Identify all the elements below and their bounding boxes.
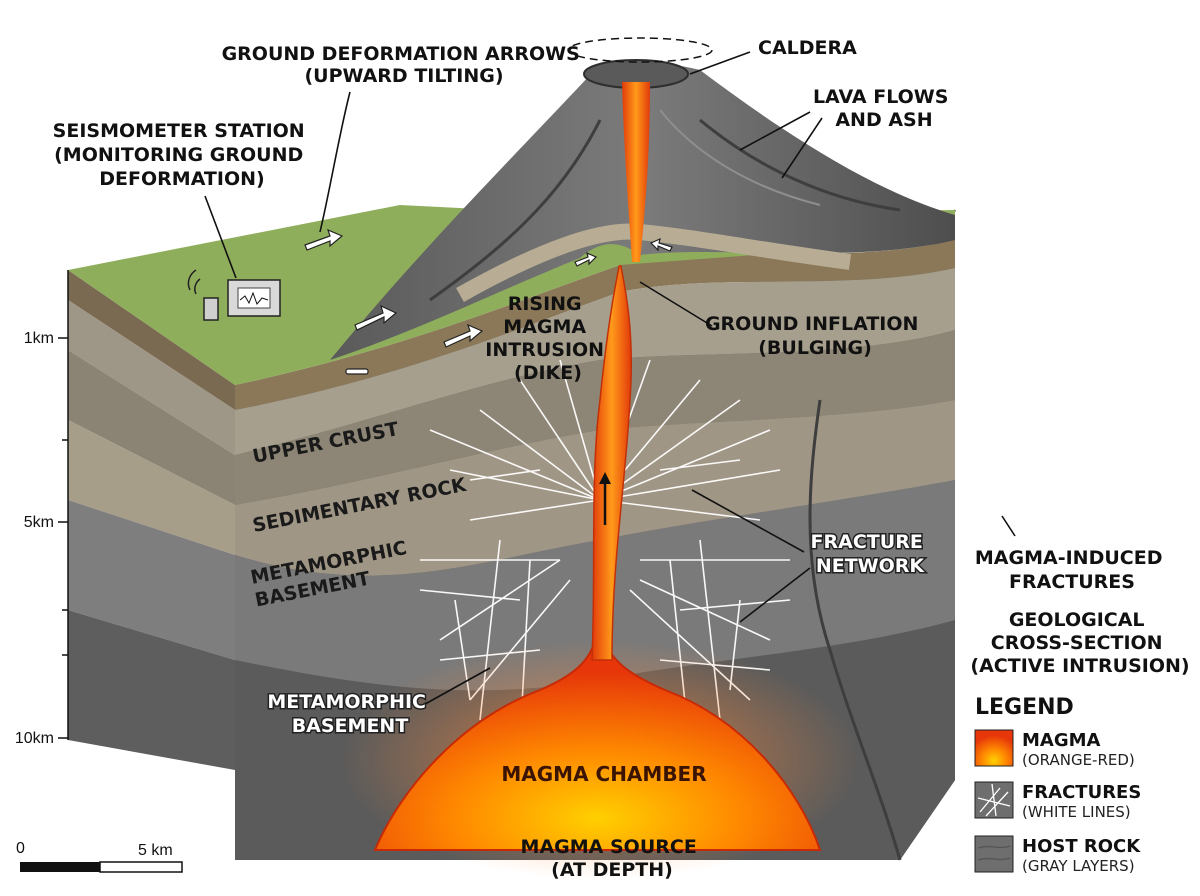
svg-text:MAGMA-INDUCED FRACTURES: MAGMA-INDUCED FRACTURES <box>975 547 1169 593</box>
depth-label-5km: 5km <box>24 514 54 531</box>
legend-item-fractures-sub: (WHITE LINES) <box>1022 803 1131 821</box>
legend-item-magma-sub: (ORANGE-RED) <box>1022 751 1135 769</box>
depth-label-10km: 10km <box>15 730 54 747</box>
svg-text:MAGMA SOURCE (AT DEPTH): MAGMA SOURCE (AT DEPTH) <box>521 836 704 881</box>
legend-item-host-rock-sub: (GRAY LAYERS) <box>1022 857 1135 875</box>
label-lava-flows-sub: AND ASH <box>835 109 932 131</box>
label-fracture-network-sub: NETWORK <box>816 555 926 577</box>
legend-swatch-host-rock <box>974 835 1014 873</box>
scale-bar: 0 5 km <box>16 840 183 873</box>
svg-text:METAMORPHIC BASEMENT: METAMORPHIC BASEMENT <box>267 691 432 737</box>
legend-item-fractures: FRACTURES <box>1022 782 1141 803</box>
label-magma-chamber: MAGMA CHAMBER <box>501 762 706 786</box>
depth-label-1km: 1km <box>24 330 54 347</box>
svg-text:RISING MAGMA INTRU: RISING MAGMA INTRUSION (DIKE) <box>485 293 610 384</box>
label-cross-section: GEOLOGICAL <box>1009 609 1145 631</box>
svg-text:FRACTURE NETWORK: FRACTURE NETWORK <box>811 531 930 577</box>
label-cross-section-sub1: CROSS-SECTION <box>991 632 1163 654</box>
seismometer-station <box>187 269 281 321</box>
label-ground-inflation-sub: (BULGING) <box>758 337 872 359</box>
label-seismometer-sub1: (MONITORING GROUND <box>54 144 303 166</box>
label-magma-source: MAGMA SOURCE <box>521 836 697 858</box>
legend: LEGEND MAGMA (ORANGE-RED) FRACTURES (WHI… <box>974 695 1141 875</box>
svg-text:GROUND INFLATION (BULGIN: GROUND INFLATION (BULGING) <box>705 313 925 359</box>
label-rising-magma-2: MAGMA <box>503 316 586 338</box>
scale-bar-start: 0 <box>16 840 25 857</box>
legend-item-magma: MAGMA <box>1022 730 1101 751</box>
leader-lines <box>204 51 1016 709</box>
label-metamorphic-lower-sub: BASEMENT <box>292 715 409 737</box>
label-deformation-arrows: GROUND DEFORMATION ARROWS <box>222 43 580 65</box>
label-ground-inflation: GROUND INFLATION <box>705 313 918 335</box>
scale-bar-end: 5 km <box>138 842 173 859</box>
deformation-arrows <box>304 228 673 375</box>
label-metamorphic-lower: METAMORPHIC <box>267 691 426 713</box>
label-seismometer: SEISMOMETER STATION <box>53 120 305 142</box>
left-face-strata <box>68 270 235 770</box>
label-deformation-arrows-sub: (UPWARD TILTING) <box>304 65 503 87</box>
svg-text:GEOLOGICAL CROSS-SECTION: GEOLOGICAL CROSS-SECTION (ACTIVE INTRUSI… <box>970 609 1189 677</box>
legend-swatch-magma <box>974 729 1014 767</box>
legend-title: LEGEND <box>975 695 1074 720</box>
label-rising-magma-3: INTRUSION <box>485 339 604 361</box>
label-magma-source-sub: (AT DEPTH) <box>551 859 673 881</box>
depth-scale: 1km 5km 10km <box>15 270 69 747</box>
label-magma-induced: MAGMA-INDUCED <box>975 547 1163 569</box>
label-magma-induced-sub: FRACTURES <box>1009 571 1135 593</box>
caldera-outline <box>567 37 713 63</box>
legend-item-host-rock: HOST ROCK <box>1022 836 1141 857</box>
label-fracture-network: FRACTURE <box>811 531 923 553</box>
conduit <box>622 82 650 262</box>
label-cross-section-sub2: (ACTIVE INTRUSION) <box>970 655 1189 677</box>
label-lava-flows: LAVA FLOWS <box>813 86 948 108</box>
label-rising-magma-1: RISING <box>508 293 582 315</box>
svg-text:LAVA FLOWS AND ASH: LAVA FLOWS AND ASH <box>813 86 955 131</box>
svg-text:SEISMOMETER STATION (MON: SEISMOMETER STATION (MONITORING GROUND D… <box>53 120 312 190</box>
label-caldera: CALDERA <box>758 37 857 59</box>
svg-text:GROUND DEFORMATION ARROWS: GROUND DEFORMATION ARROWS (UPWARD TILTIN… <box>222 43 587 87</box>
label-rising-magma-4: (DIKE) <box>514 362 582 384</box>
label-seismometer-sub2: DEFORMATION) <box>99 168 264 190</box>
